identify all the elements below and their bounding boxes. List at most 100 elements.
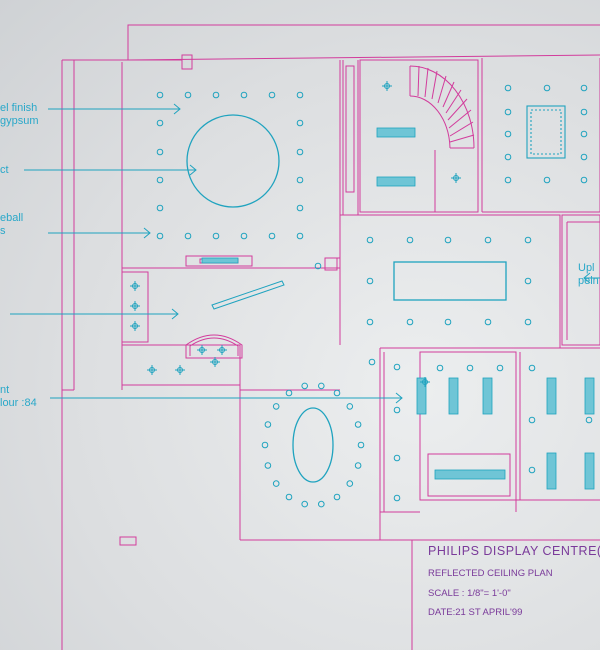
downlight: [346, 480, 354, 487]
downlight: [285, 389, 293, 397]
downlight: [504, 130, 512, 138]
downlight: [580, 84, 588, 92]
downlight: [366, 236, 374, 244]
downlight: [393, 363, 401, 371]
downlight: [504, 153, 512, 161]
downlight: [156, 232, 164, 240]
downlight: [496, 364, 504, 372]
downlight: [333, 389, 341, 397]
downlight: [580, 108, 588, 116]
note-finish-line1: el finish: [0, 102, 38, 114]
downlight: [484, 236, 492, 244]
downlight: [314, 262, 322, 270]
spotlight-icon: [382, 81, 392, 91]
downlight: [296, 204, 304, 212]
downlight: [354, 421, 362, 428]
downlight: [272, 480, 280, 487]
downlight: [504, 84, 512, 92]
downlight: [524, 277, 532, 285]
downlight: [272, 403, 280, 410]
downlight: [156, 204, 164, 212]
note-effect: ct: [0, 164, 9, 176]
downlight: [393, 494, 401, 502]
downlight: [368, 358, 376, 366]
note-colour: nt lour :84: [0, 384, 37, 410]
downlight: [504, 108, 512, 116]
spotlight-icon: [175, 365, 185, 375]
downlight: [212, 91, 220, 99]
downlight: [285, 493, 293, 501]
note-uplight: Upl peln: [578, 262, 599, 288]
downlight: [156, 91, 164, 99]
downlight: [366, 318, 374, 326]
downlight: [354, 462, 362, 469]
downlight: [301, 382, 309, 390]
note-finish: el finish gypsum: [0, 102, 39, 128]
downlight: [528, 416, 536, 424]
downlight: [261, 441, 269, 449]
downlight: [156, 148, 164, 156]
downlight: [318, 382, 325, 390]
note-colour-line1: nt: [0, 384, 10, 396]
arched-niche: [185, 334, 243, 359]
downlight: [264, 421, 272, 428]
wall-lines: [61, 24, 600, 650]
downlight: [580, 130, 588, 138]
drawing-title: PHILIPS DISPLAY CENTRE(G: [428, 544, 600, 558]
drawing-date: DATE:21 ST APRIL'99: [428, 607, 523, 618]
spotlight-icon: [451, 173, 461, 183]
spotlight-icon: [420, 377, 430, 387]
note-colour-line2: lour :84: [0, 397, 37, 409]
downlight: [318, 500, 325, 508]
note-eyeball-line2: s: [0, 225, 6, 237]
spotlight-icon: [197, 345, 207, 355]
downlight: [436, 364, 444, 372]
diagonal-panel: [211, 280, 285, 310]
downlight: [296, 176, 304, 184]
downlight: [264, 462, 272, 469]
note-eyeball: eball s: [0, 212, 23, 238]
downlight: [296, 232, 304, 240]
downlight: [524, 236, 532, 244]
downlight: [528, 364, 536, 372]
downlight: [406, 318, 414, 326]
downlight: [296, 119, 304, 127]
spotlight-icon: [130, 281, 140, 291]
downlight: [444, 318, 452, 326]
downlight: [466, 364, 474, 372]
note-eyeball-line1: eball: [0, 212, 24, 224]
downlight: [184, 232, 192, 240]
staircase: [409, 65, 475, 149]
note-finish-line2: gypsum: [0, 115, 39, 127]
downlight: [296, 91, 304, 99]
downlight: [296, 148, 304, 156]
downlights: [156, 84, 594, 508]
downlight: [484, 318, 492, 326]
light-fixtures: [186, 105, 566, 483]
downlight: [585, 416, 593, 424]
downlight: [444, 236, 452, 244]
note-uplight-line1: Upl: [578, 262, 595, 274]
linear-fittings: [201, 127, 595, 490]
downlight: [301, 500, 309, 508]
downlight: [406, 236, 414, 244]
downlight: [357, 441, 365, 449]
downlight: [543, 176, 551, 184]
leader-arrows: [10, 103, 600, 404]
downlight: [333, 493, 341, 501]
drawing-scale: SCALE : 1/8"= 1'-0": [428, 588, 511, 599]
downlight: [240, 232, 248, 240]
downlight: [184, 91, 192, 99]
downlight: [156, 119, 164, 127]
downlight: [393, 454, 401, 462]
downlight: [268, 232, 276, 240]
downlight: [268, 91, 276, 99]
downlight: [212, 232, 220, 240]
downlight: [528, 466, 536, 474]
downlight: [240, 91, 248, 99]
note-uplight-line2: peln: [578, 275, 599, 287]
spotlight-icon: [217, 345, 227, 355]
downlight: [524, 318, 532, 326]
drawing-subtitle: REFLECTED CEILING PLAN: [428, 568, 553, 579]
